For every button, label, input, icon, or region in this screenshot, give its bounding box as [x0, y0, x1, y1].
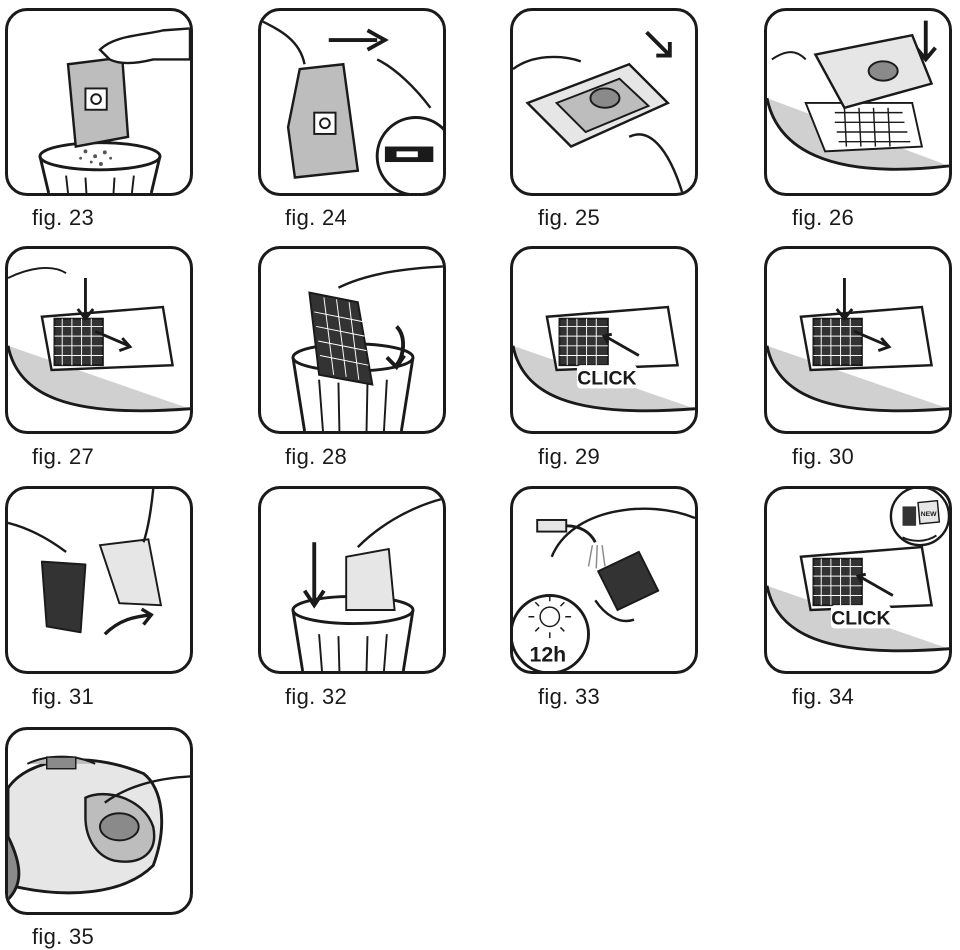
filter-wash-icon: 12h: [513, 489, 695, 671]
figure-24-panel: [258, 8, 446, 196]
click-badge: CLICK: [831, 608, 890, 630]
bag-holder-insert-icon: [767, 11, 949, 193]
figure-caption: fig. 33: [538, 684, 600, 710]
figure-34-panel: CLICK NEW: [764, 486, 952, 674]
figure-32-panel: [258, 486, 446, 674]
figure-caption: fig. 29: [538, 444, 600, 470]
figure-caption: fig. 30: [792, 444, 854, 470]
duration-badge: 12h: [530, 642, 567, 666]
figure-caption: fig. 23: [32, 205, 94, 231]
lid-close-icon: [8, 730, 190, 912]
click-badge: CLICK: [577, 368, 636, 390]
figure-caption: fig. 35: [32, 924, 94, 950]
figure-31-panel: [5, 486, 193, 674]
figure-caption: fig. 25: [538, 205, 600, 231]
new-filter-insert-icon: CLICK NEW: [767, 489, 949, 671]
bag-holder-removal-icon: [513, 11, 695, 193]
bag-sealing-icon: [261, 11, 443, 193]
figure-caption: fig. 34: [792, 684, 854, 710]
new-tag: NEW: [921, 511, 937, 518]
figure-caption: fig. 27: [32, 444, 94, 470]
figure-caption: fig. 31: [32, 684, 94, 710]
bag-emptying-icon: [8, 11, 190, 193]
filter-remove-icon: [767, 249, 949, 431]
figure-caption: fig. 24: [285, 205, 347, 231]
filter-disposal-icon: [261, 249, 443, 431]
figure-caption: fig. 32: [285, 684, 347, 710]
figure-25-panel: [510, 8, 698, 196]
filter-removal-icon: [8, 249, 190, 431]
figure-33-panel: 12h: [510, 486, 698, 674]
figure-28-panel: [258, 246, 446, 434]
filter-insert-icon: CLICK: [513, 249, 695, 431]
figure-caption: fig. 28: [285, 444, 347, 470]
figure-35-panel: [5, 727, 193, 915]
figure-30-panel: [764, 246, 952, 434]
figure-23-panel: [5, 8, 193, 196]
figure-29-panel: CLICK: [510, 246, 698, 434]
figure-26-panel: [764, 8, 952, 196]
filter-sheet-disposal-icon: [261, 489, 443, 671]
figure-27-panel: [5, 246, 193, 434]
filter-foam-separate-icon: [8, 489, 190, 671]
figure-caption: fig. 26: [792, 205, 854, 231]
